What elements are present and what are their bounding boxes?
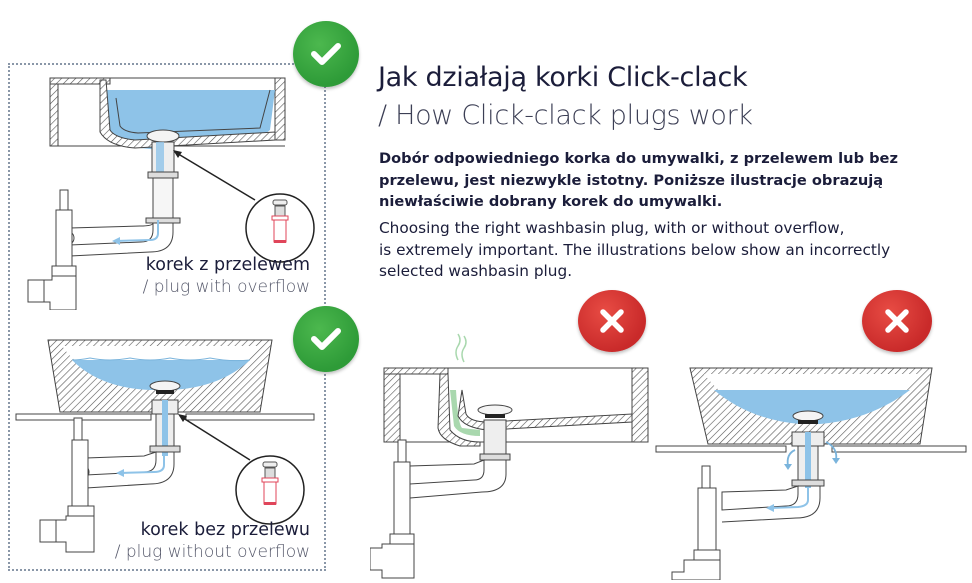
page-subtitle: / How Click-clack plugs work <box>378 100 753 131</box>
incorrect-badge-2 <box>862 290 932 352</box>
page-title: Jak działają korki Click-clack <box>378 62 748 93</box>
correct-badge-1 <box>293 21 359 87</box>
intro-polish: Dobór odpowiedniego korka do umywalki, z… <box>379 150 898 210</box>
caption-with-overflow: korek z przelewem / plug with overflow <box>143 254 310 298</box>
caption-en: / plug without overflow <box>114 542 310 562</box>
checkmark-icon <box>311 328 341 350</box>
caption-without-overflow: korek bez przelewu / plug without overfl… <box>115 519 310 563</box>
checkmark-icon <box>311 43 341 65</box>
intro-english: Choosing the right washbasin plug, with … <box>379 218 939 283</box>
incorrect-basin-illustration <box>370 333 649 579</box>
incorrect-badge-1 <box>578 290 646 352</box>
caption-pl: korek z przelewem <box>145 255 310 275</box>
intro-english-line: selected washbasin plug. <box>379 262 573 280</box>
correct-badge-2 <box>293 306 359 372</box>
caption-en: / plug with overflow <box>142 277 310 297</box>
intro-english-line: is extremely important. The illustration… <box>379 240 891 259</box>
cross-icon <box>885 309 909 333</box>
cross-icon <box>600 309 624 333</box>
bowl-without-overflow-illustration <box>15 339 315 553</box>
basin-with-overflow-illustration <box>27 77 315 310</box>
caption-pl: korek bez przelewu <box>140 520 310 540</box>
incorrect-bowl-illustration <box>655 367 967 580</box>
intro-english-line: Choosing the right washbasin plug, with … <box>379 219 845 237</box>
